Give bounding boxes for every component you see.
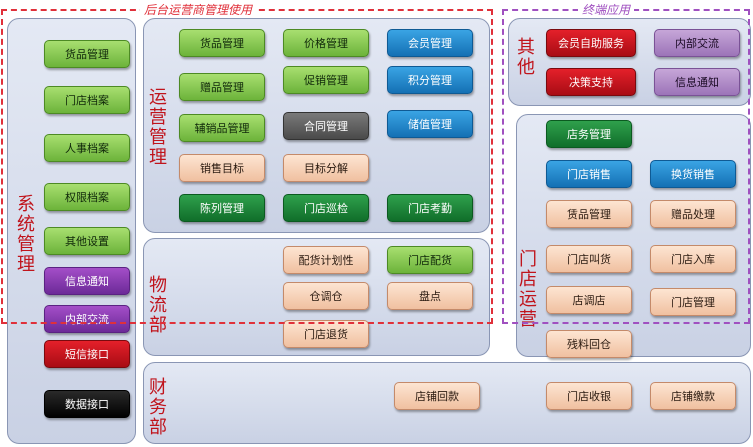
store-rental-button[interactable]: 赁品管理 (546, 200, 632, 228)
ops-aux-goods-button[interactable]: 辅销品管理 (179, 114, 265, 142)
logistics-label: 物流部 (149, 275, 167, 336)
ops-sales-target-button[interactable]: 销售目标 (179, 154, 265, 182)
sys-data-api-button[interactable]: 数据接口 (44, 390, 130, 418)
operations-label: 运营管理 (149, 87, 167, 168)
ops-promotion-button[interactable]: 促销管理 (283, 66, 369, 94)
other-notice-button[interactable]: 信息通知 (654, 68, 740, 96)
store-panel (516, 114, 751, 357)
sys-sms-api-button[interactable]: 短信接口 (44, 340, 130, 368)
ops-inspection-button[interactable]: 门店巡检 (283, 194, 369, 222)
ops-target-split-button[interactable]: 目标分解 (283, 154, 369, 182)
log-plan-button[interactable]: 配货计划性 (283, 246, 369, 274)
ops-stored-value-button[interactable]: 储值管理 (387, 110, 473, 138)
sys-hr-file-button[interactable]: 人事档案 (44, 134, 130, 162)
backend-region-label: 后台运营商管理使用 (140, 1, 257, 18)
ops-member-button[interactable]: 会员管理 (387, 29, 473, 57)
store-exchange-button[interactable]: 换货销售 (650, 160, 736, 188)
log-return-button[interactable]: 门店退货 (283, 320, 369, 348)
finance-label: 财务部 (149, 377, 167, 438)
store-label: 门店运营 (519, 249, 537, 330)
ops-gift-button[interactable]: 赠品管理 (179, 73, 265, 101)
fin-shop-deposit-button[interactable]: 店铺缴款 (650, 382, 736, 410)
store-transfer-button[interactable]: 店调店 (546, 286, 632, 314)
ops-display-button[interactable]: 陈列管理 (179, 194, 265, 222)
backend-region-outline (1, 9, 493, 324)
terminal-region-outline (502, 9, 750, 324)
other-label: 其他 (517, 37, 535, 78)
store-affairs-button[interactable]: 店务管理 (546, 120, 632, 148)
store-sales-button[interactable]: 门店销售 (546, 160, 632, 188)
sys-internal-chat-button[interactable]: 内部交流 (44, 305, 130, 333)
fin-cashier-button[interactable]: 门店收银 (546, 382, 632, 410)
log-transfer-button[interactable]: 仓调仓 (283, 282, 369, 310)
other-member-self-service-button[interactable]: 会员自助服务 (546, 29, 636, 57)
store-manage-button[interactable]: 门店管理 (650, 288, 736, 316)
sys-notice-button[interactable]: 信息通知 (44, 267, 130, 295)
store-scrap-return-button[interactable]: 残料回仓 (546, 330, 632, 358)
sys-goods-button[interactable]: 货品管理 (44, 40, 130, 68)
ops-price-button[interactable]: 价格管理 (283, 29, 369, 57)
ops-attendance-button[interactable]: 门店考勤 (387, 194, 473, 222)
finance-panel (143, 362, 751, 444)
log-stocktake-button[interactable]: 盘点 (387, 282, 473, 310)
ops-contract-button[interactable]: 合同管理 (283, 112, 369, 140)
other-decision-support-button[interactable]: 决策支持 (546, 68, 636, 96)
sys-other-settings-button[interactable]: 其他设置 (44, 227, 130, 255)
ops-goods-button[interactable]: 货品管理 (179, 29, 265, 57)
ops-points-button[interactable]: 积分管理 (387, 66, 473, 94)
fin-shop-payment-button[interactable]: 店铺回款 (394, 382, 480, 410)
store-order-button[interactable]: 门店叫货 (546, 245, 632, 273)
sys-store-file-button[interactable]: 门店档案 (44, 86, 130, 114)
store-gift-handling-button[interactable]: 赠品处理 (650, 200, 736, 228)
terminal-region-label: 终端应用 (578, 1, 635, 18)
sys-permission-button[interactable]: 权限档案 (44, 183, 130, 211)
system-label: 系统管理 (17, 194, 35, 275)
log-allocation-button[interactable]: 门店配货 (387, 246, 473, 274)
store-inbound-button[interactable]: 门店入库 (650, 245, 736, 273)
other-internal-chat-button[interactable]: 内部交流 (654, 29, 740, 57)
